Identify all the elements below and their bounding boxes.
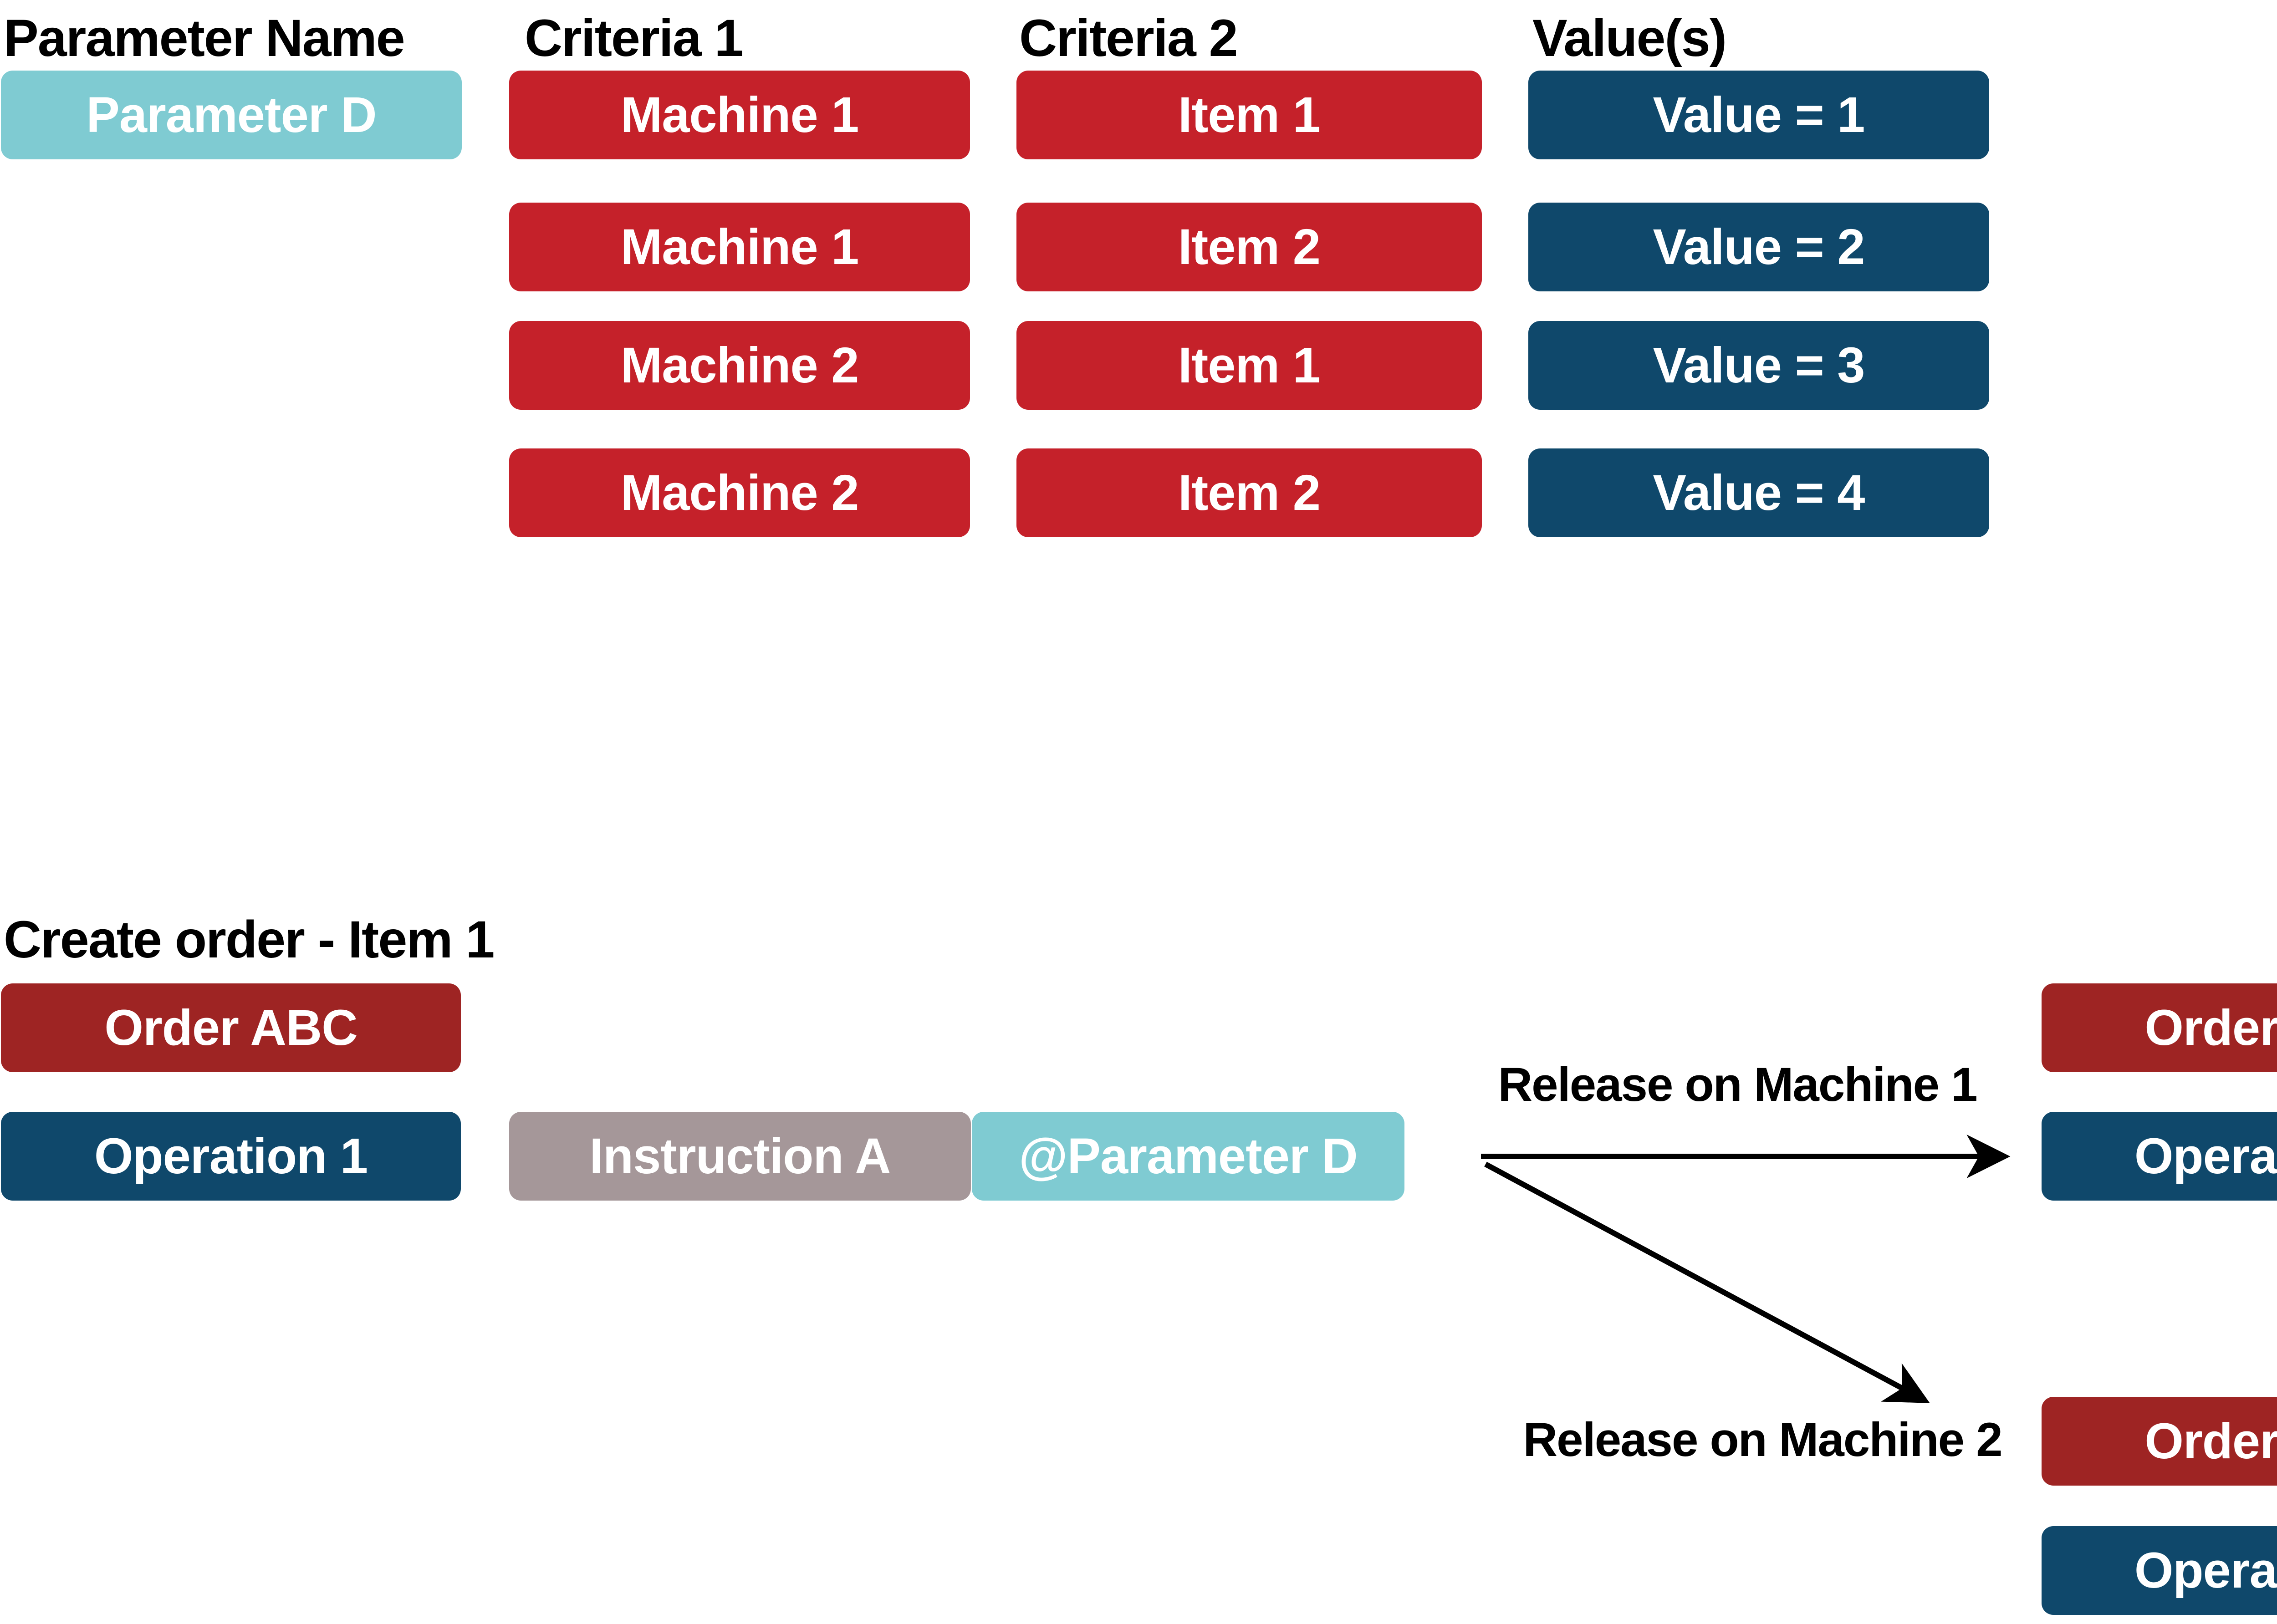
source-instruction-box: Instruction A [509, 1112, 971, 1201]
source-parameter-ref-box: @Parameter D [972, 1112, 1404, 1201]
source-order-box: Order ABC [1, 983, 461, 1072]
release-machine-2-label: Release on Machine 2 [1523, 1413, 2002, 1466]
source-operation-box: Operation 1 [1, 1112, 461, 1201]
column-header-parameter-name: Parameter Name [4, 9, 405, 67]
criteria1-box-row1: Machine 1 [509, 71, 970, 159]
column-header-criteria-1: Criteria 1 [525, 9, 744, 67]
criteria1-box-row4: Machine 2 [509, 448, 970, 537]
release2-operation-box: Operation 1 [2042, 1526, 2277, 1615]
criteria2-box-row3: Item 1 [1016, 321, 1482, 410]
value-box-row2: Value = 2 [1528, 203, 1989, 291]
release1-operation-box: Operation 1 [2042, 1112, 2277, 1201]
column-header-values: Value(s) [1532, 9, 1727, 67]
criteria1-box-row3: Machine 2 [509, 321, 970, 410]
release1-order-box: Order ABC [2042, 983, 2277, 1072]
release-machine-1-label: Release on Machine 1 [1498, 1058, 1977, 1111]
create-order-title: Create order - Item 1 [4, 911, 495, 969]
criteria2-box-row1: Item 1 [1016, 71, 1482, 159]
arrow-release-machine-2 [1484, 1161, 1930, 1403]
release2-order-box: Order ABC [2042, 1397, 2277, 1486]
value-box-row1: Value = 1 [1528, 71, 1989, 159]
criteria1-box-row2: Machine 1 [509, 203, 970, 291]
criteria2-box-row4: Item 2 [1016, 448, 1482, 537]
value-box-row3: Value = 3 [1528, 321, 1989, 410]
column-header-criteria-2: Criteria 2 [1019, 9, 1238, 67]
parameter-name-box: Parameter D [1, 71, 462, 159]
value-box-row4: Value = 4 [1528, 448, 1989, 537]
criteria2-box-row2: Item 2 [1016, 203, 1482, 291]
